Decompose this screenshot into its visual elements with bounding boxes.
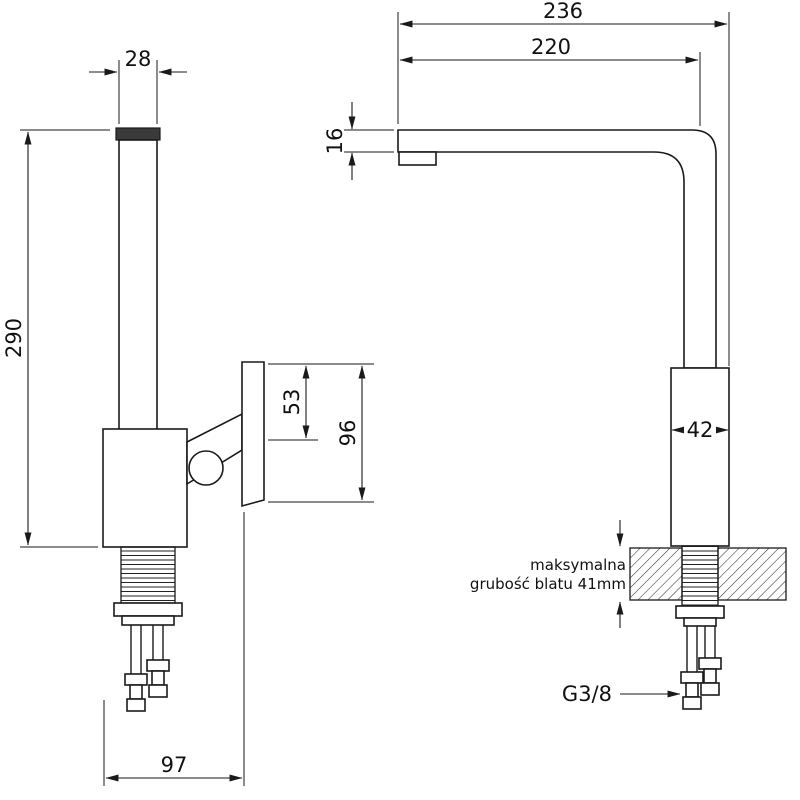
countertop-section: maksymalna grubość blatu 41mm [470,520,787,628]
dim-label-97: 97 [161,753,188,777]
dim-label-16: 16 [323,128,347,155]
mounting-washer-front [683,617,717,627]
dim-label-236: 236 [543,0,583,23]
hose-fitting [151,670,165,686]
dim-label-220: 220 [531,35,571,59]
thread-callout: G3/8 [562,682,681,706]
threaded-shank-front [681,545,719,607]
counter-note-line2: grubość blatu 41mm [470,575,626,593]
hose-fitting-nut [148,684,168,698]
hose-fitting [703,668,717,684]
dim-label-42: 42 [687,418,714,442]
hose-fitting-nut [682,696,702,710]
side-view: 28 290 53 96 97 [2,47,374,786]
mounting-washer-side [121,615,175,626]
hose-fitting [146,659,170,672]
dim-label-96: 96 [336,420,360,447]
dim-handle-b: 96 [268,365,374,503]
threaded-shank-side [120,546,176,604]
counter-note-line1: maksymalna [530,556,626,574]
hose-fitting-nut [700,682,720,696]
dim-body-width: 42 [671,417,729,442]
countertop-slab-right [717,547,787,601]
hose-fitting [680,671,704,684]
hose-fitting-nut [126,698,146,712]
thread-size-label: G3/8 [562,682,612,706]
dim-label-mask [684,417,716,442]
handle-blade [241,361,265,508]
dim-label-53: 53 [280,389,304,416]
hose-fitting [124,673,148,686]
hose-fitting [685,682,699,698]
front-view: maksymalna grubość blatu 41mm 236 220 16… [323,0,787,710]
dim-spout-reach: 220 [399,35,701,126]
faucet-side-body [102,127,265,712]
dim-label-28: 28 [125,47,152,71]
spout-outline [397,129,717,369]
dim-handle-a: 53 [268,363,374,441]
mixer-body-side [102,428,188,548]
hose-fitting [698,657,722,670]
spout-arm-end-cap [115,127,161,141]
hose-fitting [129,684,143,700]
dim-spout-height: 16 [323,102,394,180]
aerator-tip [398,151,437,166]
handle-pivot-joint [188,450,224,486]
dim-label-290: 290 [2,318,26,358]
countertop-slab-left [629,547,683,601]
dim-total-height: 290 [2,129,110,548]
mounting-nut-side [113,602,183,617]
dim-total-reach: 236 [397,0,730,366]
mounting-nut-front [675,605,725,619]
dim-base-depth: 97 [103,512,245,786]
mixer-body-front [670,367,730,547]
faucet-column-side [118,139,158,432]
dim-spout-arm-width: 28 [89,47,187,124]
faucet-front-body [397,129,730,710]
